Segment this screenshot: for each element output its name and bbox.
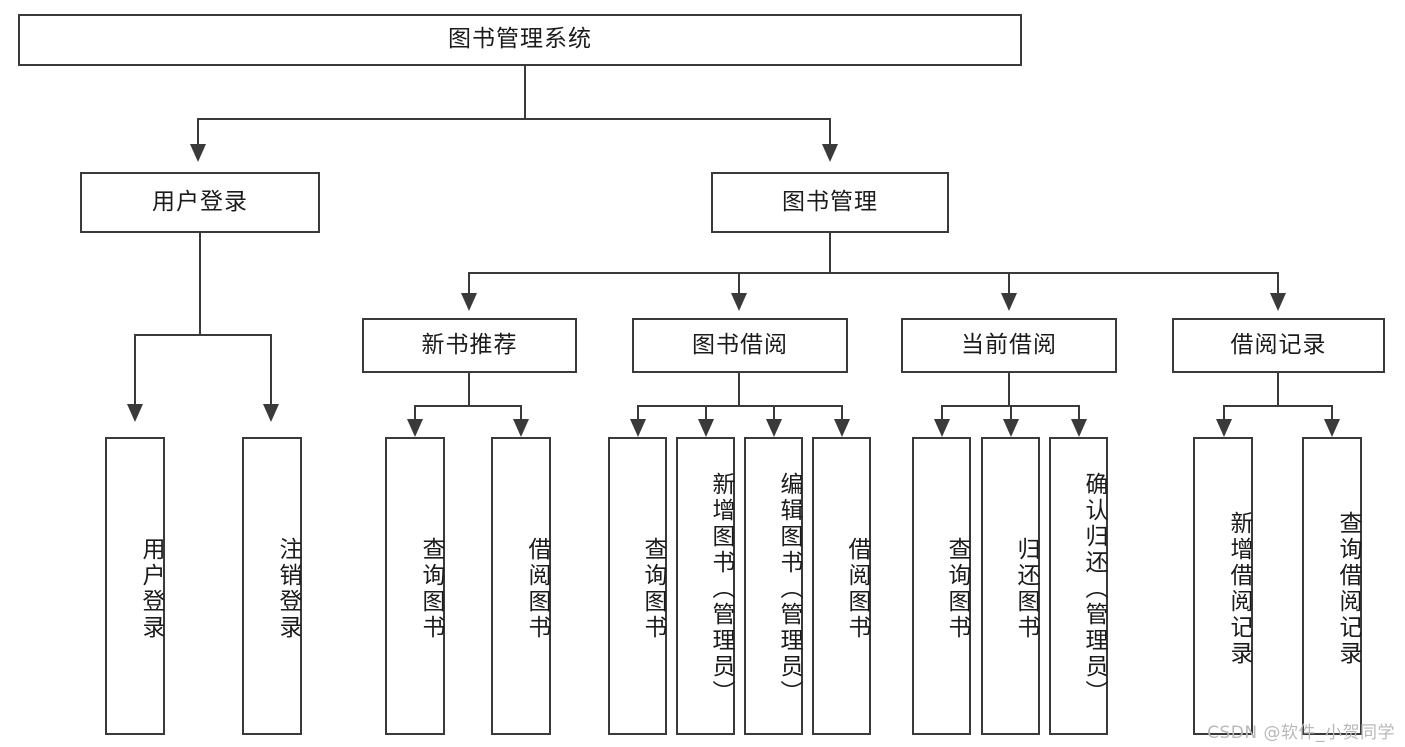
node-borrow-record[interactable]: 借阅记录 xyxy=(1172,318,1385,373)
node-leaf-borrow-book-2[interactable]: 借阅图书 xyxy=(812,437,871,735)
edge-user-login-left-drop xyxy=(134,334,136,405)
edge-user-login-right-drop xyxy=(270,334,272,405)
edge-to-current-borrow xyxy=(1008,272,1010,295)
node-label: 注销登录 xyxy=(275,537,301,641)
edge-new-book-recommend-bus xyxy=(414,405,522,407)
watermark: CSDN @软件_小贺同学 xyxy=(1207,723,1395,743)
edge-to-new-book-recommend xyxy=(468,272,470,295)
node-label: 图书管理 xyxy=(782,188,878,215)
edge-borrow-record-bus xyxy=(1223,405,1333,407)
arrow-leaf-query-book-3 xyxy=(934,419,950,437)
edge-user-login-bus xyxy=(134,334,272,336)
edge-to-borrow-record xyxy=(1277,272,1279,295)
arrow-leaf-query-record xyxy=(1324,419,1340,437)
node-label: 图书管理系统 xyxy=(448,26,592,53)
arrow-to-book-management xyxy=(822,144,838,162)
node-leaf-add-book[interactable]: 新增图书（管理员） xyxy=(676,437,735,735)
edge-br-drop-1 xyxy=(1223,405,1225,421)
node-leaf-edit-book[interactable]: 编辑图书（管理员） xyxy=(744,437,803,735)
node-leaf-confirm-return[interactable]: 确认归还（管理员） xyxy=(1049,437,1108,735)
edge-to-user-login xyxy=(197,118,199,146)
node-current-borrow[interactable]: 当前借阅 xyxy=(901,318,1117,373)
node-leaf-borrow-book-1[interactable]: 借阅图书 xyxy=(491,437,551,735)
node-leaf-query-record[interactable]: 查询借阅记录 xyxy=(1302,437,1362,735)
node-label: 查询借阅记录 xyxy=(1335,511,1361,667)
edge-to-book-borrow xyxy=(738,272,740,295)
edge-bb-drop-2 xyxy=(705,405,707,421)
node-leaf-query-book-3[interactable]: 查询图书 xyxy=(912,437,971,735)
node-label: 编辑图书（管理员） xyxy=(776,472,802,706)
arrow-to-user-login xyxy=(190,144,206,162)
node-label: 借阅图书 xyxy=(844,537,870,641)
node-label: 图书借阅 xyxy=(692,331,788,358)
node-label: 借阅图书 xyxy=(524,537,550,641)
edge-cb-drop-1 xyxy=(941,405,943,421)
node-label: 查询图书 xyxy=(944,537,970,641)
node-book-management[interactable]: 图书管理 xyxy=(711,172,949,233)
node-leaf-query-book-2[interactable]: 查询图书 xyxy=(608,437,667,735)
node-label: 新增图书（管理员） xyxy=(708,472,734,706)
node-new-book-recommend[interactable]: 新书推荐 xyxy=(362,318,577,373)
node-book-borrow[interactable]: 图书借阅 xyxy=(632,318,848,373)
arrow-leaf-add-record xyxy=(1216,419,1232,437)
node-label: 用户登录 xyxy=(152,188,248,215)
edge-level2-bus xyxy=(197,118,829,120)
node-label: 查询图书 xyxy=(418,537,444,641)
node-label: 新书推荐 xyxy=(421,331,518,358)
node-leaf-user-login[interactable]: 用户登录 xyxy=(105,437,165,735)
node-label: 归还图书 xyxy=(1013,537,1039,641)
node-leaf-query-book-1[interactable]: 查询图书 xyxy=(385,437,445,735)
edge-br-drop-2 xyxy=(1331,405,1333,421)
edge-cb-drop-3 xyxy=(1078,405,1080,421)
arrow-to-current-borrow xyxy=(1001,293,1017,311)
node-label: 查询图书 xyxy=(640,537,666,641)
arrow-leaf-query-book-2 xyxy=(630,419,646,437)
arrow-leaf-confirm-return xyxy=(1071,419,1087,437)
edge-nbr-drop-1 xyxy=(414,405,416,421)
node-label: 新增借阅记录 xyxy=(1226,511,1252,667)
arrow-to-new-book-recommend xyxy=(461,293,477,311)
arrow-leaf-borrow-book-1 xyxy=(513,419,529,437)
node-label: 借阅记录 xyxy=(1230,331,1327,358)
arrow-to-book-borrow xyxy=(731,293,747,311)
edge-nbr-drop-2 xyxy=(520,405,522,421)
edge-cb-drop-2 xyxy=(1010,405,1012,421)
edge-new-book-recommend-down xyxy=(468,373,470,406)
edge-bb-drop-4 xyxy=(841,405,843,421)
node-label: 确认归还（管理员） xyxy=(1081,472,1107,706)
edge-bb-drop-1 xyxy=(637,405,639,421)
arrow-leaf-borrow-book-2 xyxy=(834,419,850,437)
edge-root-down xyxy=(524,66,526,119)
arrow-leaf-edit-book xyxy=(766,419,782,437)
edge-to-book-management xyxy=(829,118,831,146)
arrow-leaf-return-book xyxy=(1003,419,1019,437)
arrow-leaf-user-login xyxy=(127,404,143,422)
arrow-to-borrow-record xyxy=(1270,293,1286,311)
node-label: 用户登录 xyxy=(138,537,164,641)
arrow-leaf-query-book-1 xyxy=(407,419,423,437)
node-label: 当前借阅 xyxy=(961,331,1057,358)
edge-bb-drop-3 xyxy=(773,405,775,421)
edge-book-management-down xyxy=(829,233,831,273)
node-leaf-return-book[interactable]: 归还图书 xyxy=(981,437,1040,735)
node-root-system[interactable]: 图书管理系统 xyxy=(18,14,1022,66)
arrow-leaf-add-book xyxy=(698,419,714,437)
edge-book-borrow-bus xyxy=(637,405,843,407)
node-user-login[interactable]: 用户登录 xyxy=(80,172,320,233)
arrow-leaf-logout-login xyxy=(263,404,279,422)
edge-borrow-record-down xyxy=(1277,373,1279,406)
edge-user-login-down xyxy=(199,233,201,335)
node-leaf-logout-login[interactable]: 注销登录 xyxy=(242,437,302,735)
edge-book-borrow-down xyxy=(738,373,740,406)
edge-current-borrow-down xyxy=(1008,373,1010,406)
edge-level3-bus xyxy=(468,272,1278,274)
node-leaf-add-record[interactable]: 新增借阅记录 xyxy=(1193,437,1253,735)
